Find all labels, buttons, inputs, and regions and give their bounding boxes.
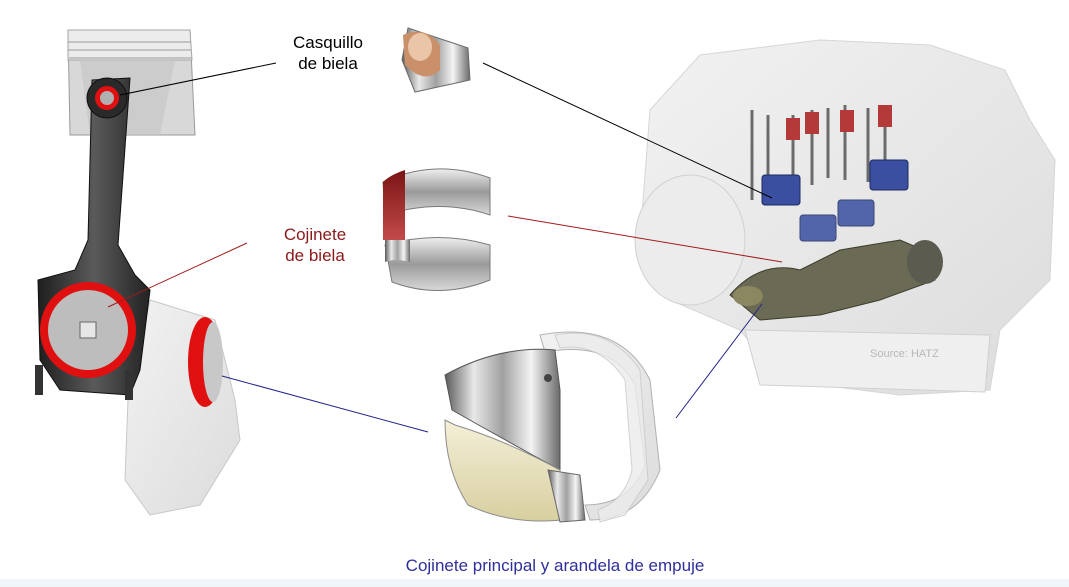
connecting-rod-icon [35, 77, 151, 400]
bottom-strip [0, 579, 1069, 587]
leader-line-main [221, 375, 429, 433]
piston-rod-assembly [35, 29, 241, 516]
crank-journal-end [203, 322, 223, 402]
label-big-end-bearing-line1: Cojinete [283, 225, 347, 244]
engine-icon [634, 39, 1056, 396]
label-big-end-bearing-line2: de biela [285, 246, 345, 265]
label-main-bearing: Cojinete principal y arandela de empuje [405, 556, 705, 575]
label-big-end-bearing: Cojinete de biela [272, 224, 358, 266]
leader-line-small-end [119, 62, 277, 96]
engine-crankshaft [729, 239, 943, 321]
label-small-end-bush-line1: Casquillo [293, 33, 363, 52]
label-small-end-bush-line2: de biela [298, 54, 358, 73]
bearing-shell-icon [382, 168, 491, 292]
label-small-end-bush: Casquillo de biela [282, 32, 374, 74]
main-bearing-assembly [444, 331, 661, 523]
leader-line-bush-engine [482, 62, 773, 199]
piston-icon [67, 29, 196, 136]
leader-line-big-end [107, 242, 248, 308]
engine-pistons [761, 159, 909, 242]
leader-line-main-engine [675, 303, 763, 419]
bush-icon [401, 27, 471, 93]
leader-line-shell-engine [507, 215, 783, 263]
source-credit: Source: HATZ [870, 348, 939, 360]
valve-springs [786, 105, 892, 140]
